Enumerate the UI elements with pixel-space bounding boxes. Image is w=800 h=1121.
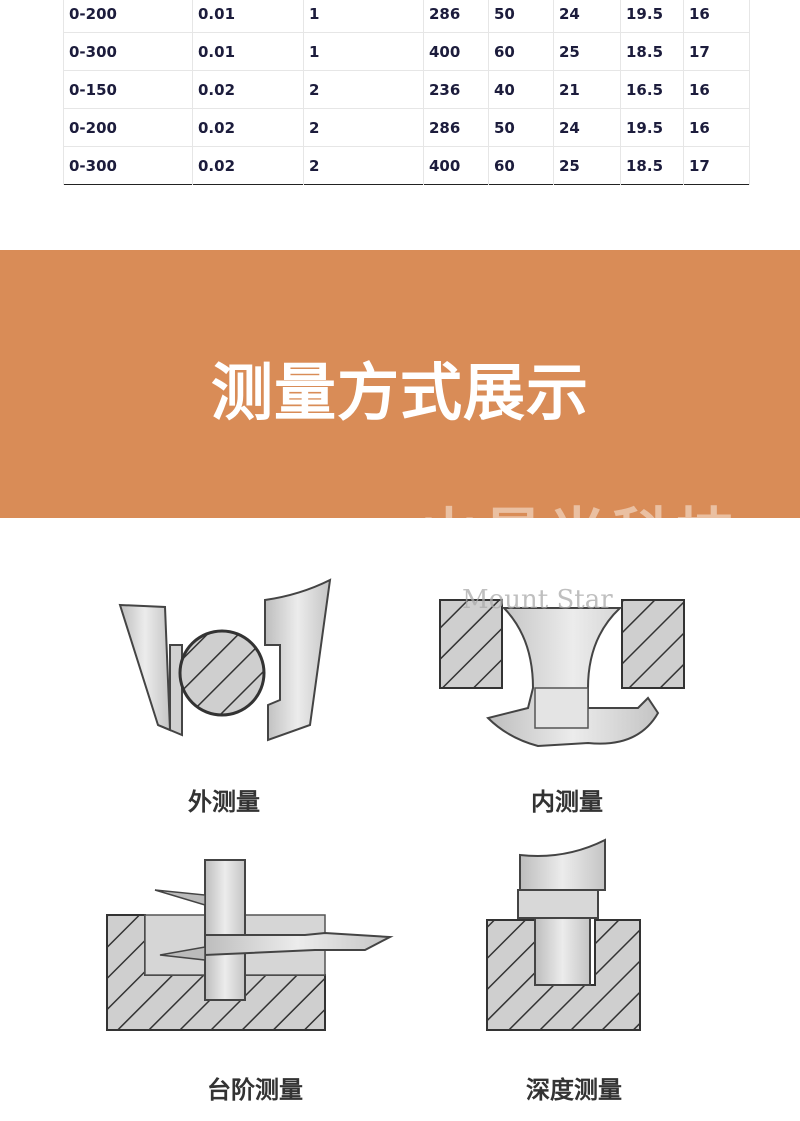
table-cell: 40 (488, 70, 554, 109)
table-cell: 0-300 (63, 32, 193, 71)
table-cell: 24 (553, 0, 621, 33)
table-cell: 1 (303, 32, 424, 71)
table-cell: 286 (423, 108, 489, 147)
table-cell: 0.01 (192, 32, 304, 71)
table-cell: 400 (423, 146, 489, 185)
table-cell: 236 (423, 70, 489, 109)
table-cell: 0-150 (63, 70, 193, 109)
table-cell: 18.5 (620, 146, 684, 185)
table-cell: 2 (303, 146, 424, 185)
watermark: 山星光科技 (420, 501, 741, 569)
table-cell: 0.02 (192, 146, 304, 185)
table-cell: 286 (423, 0, 489, 33)
table-cell: 21 (553, 70, 621, 109)
table-cell: 0.02 (192, 108, 304, 147)
table-cell: 17 (683, 146, 750, 185)
table-cell: 25 (553, 32, 621, 71)
table-cell: 1 (303, 0, 424, 33)
table-cell: 60 (488, 146, 554, 185)
table-cell: 0.02 (192, 70, 304, 109)
outside-measure-diagram (118, 578, 332, 742)
table-cell: 16.5 (620, 70, 684, 109)
table-cell: 50 (488, 0, 554, 33)
table-cell: 16 (683, 0, 750, 33)
table-cell: 16 (683, 70, 750, 109)
diagram-label-inside: 内测量 (531, 788, 603, 816)
diagram-label-step: 台阶测量 (207, 1076, 303, 1104)
inside-measure-diagram (439, 599, 685, 748)
table-cell: 2 (303, 70, 424, 109)
table-cell: 19.5 (620, 108, 684, 147)
table-cell: 18.5 (620, 32, 684, 71)
table-cell: 16 (683, 108, 750, 147)
table-cell: 400 (423, 32, 489, 71)
table-cell: 25 (553, 146, 621, 185)
diagram-label-outside: 外测量 (188, 788, 260, 816)
diagram-label-depth: 深度测量 (526, 1076, 622, 1104)
watermark-en: Mount Star (462, 585, 613, 615)
table-cell: 50 (488, 108, 554, 147)
table-cell: 2 (303, 108, 424, 147)
section-banner: 测量方式展示 (0, 250, 800, 518)
table-cell: 17 (683, 32, 750, 71)
table-cell: 19.5 (620, 0, 684, 33)
table-cell: 60 (488, 32, 554, 71)
table-cell: 0-200 (63, 108, 193, 147)
depth-measure-diagram (486, 838, 641, 1031)
table-cell: 0-300 (63, 146, 193, 185)
section-title: 测量方式展示 (210, 356, 589, 429)
table-cell: 0.01 (192, 0, 304, 33)
table-cell: 24 (553, 108, 621, 147)
table-cell: 0-200 (63, 0, 193, 33)
step-measure-diagram (106, 859, 394, 1031)
